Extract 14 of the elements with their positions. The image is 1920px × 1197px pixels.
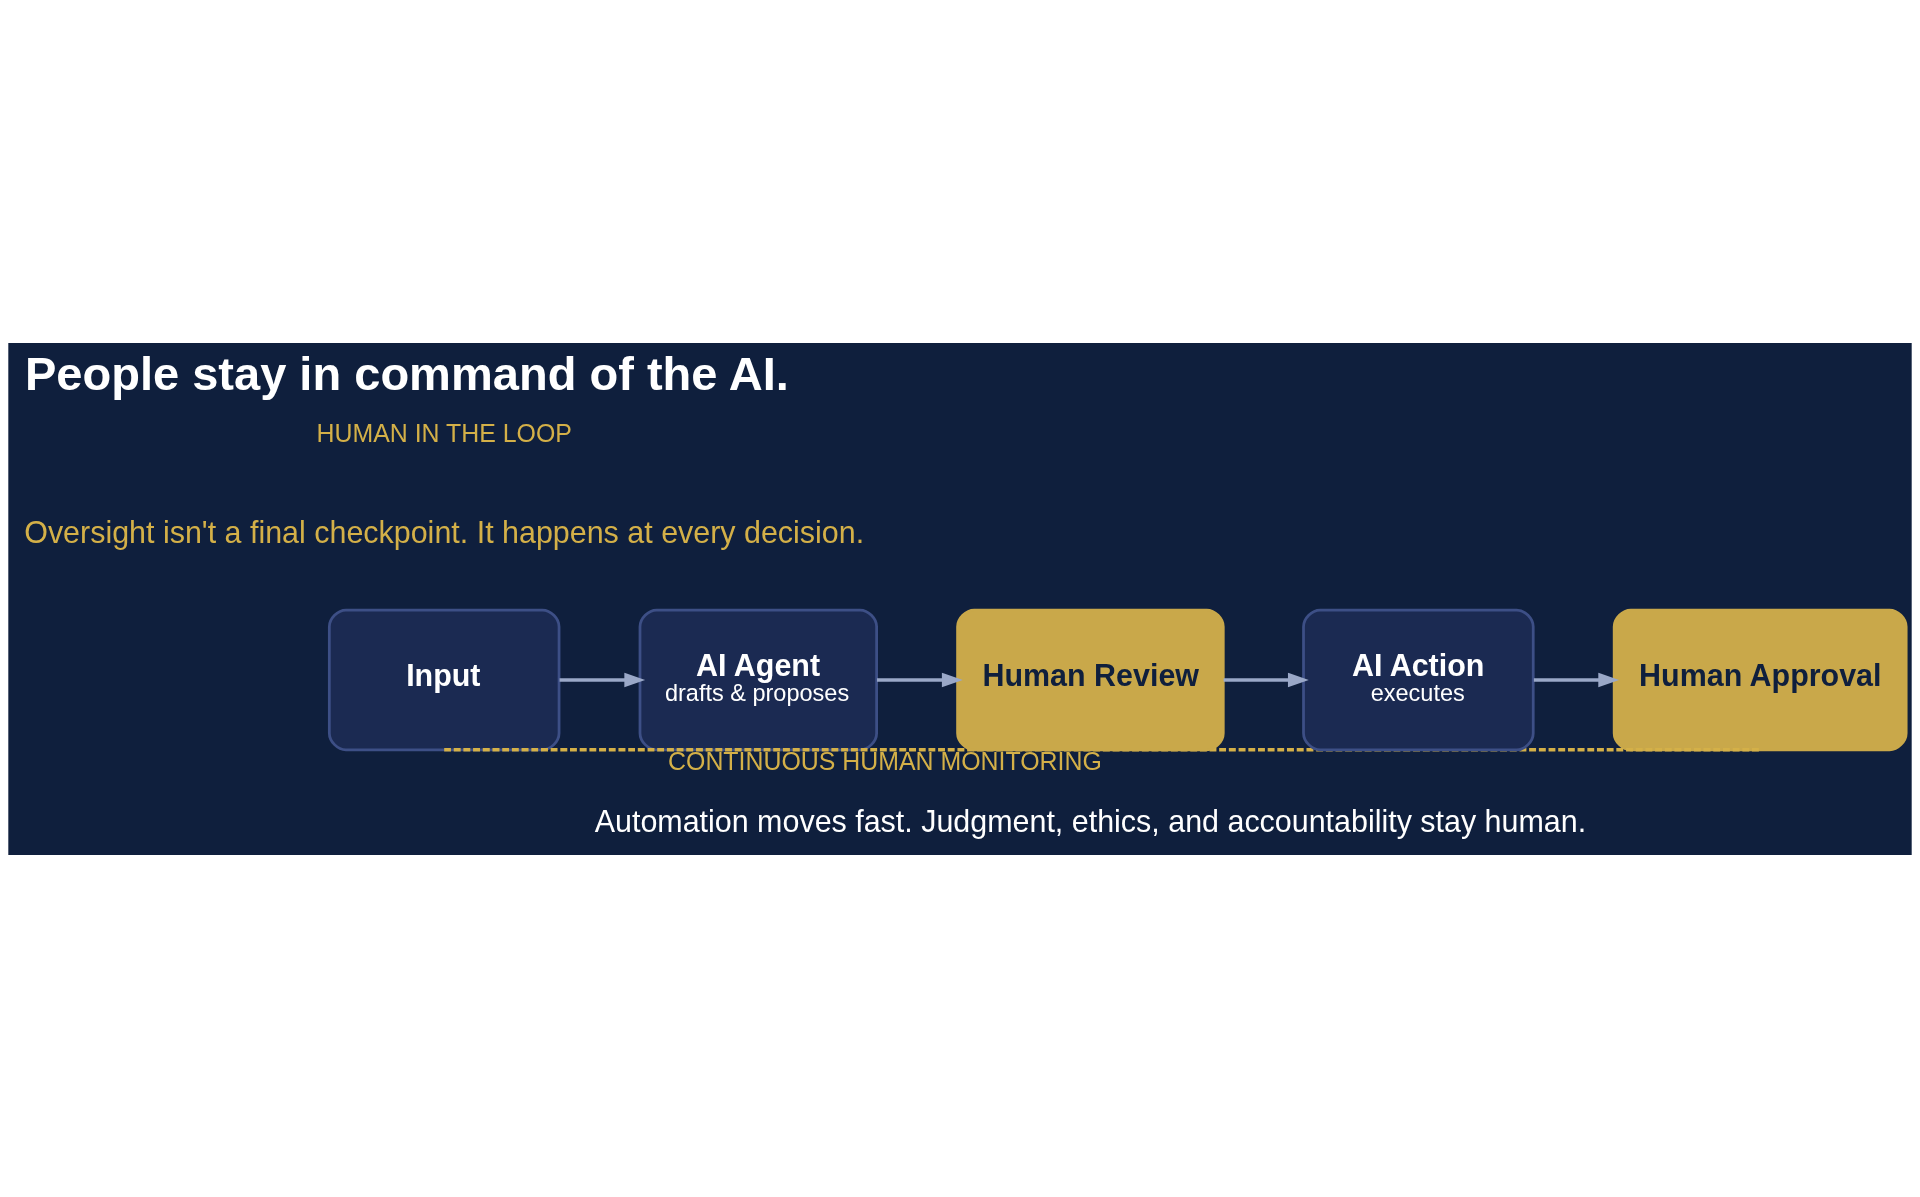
caption: Automation moves fast. Judgment, ethics, and accountability stay human. xyxy=(594,803,1587,838)
connector xyxy=(444,747,1761,752)
node-box: AI Agent drafts & proposes xyxy=(638,608,878,751)
label: Oversight isn't a final checkpoint. It happens at every decision. xyxy=(24,514,865,549)
label: HUMAN IN THE LOOP xyxy=(316,418,572,447)
diagram-title: People stay in command of the AI. xyxy=(24,346,789,400)
arrow xyxy=(559,672,646,687)
node-box: AI Action executes xyxy=(1302,608,1535,751)
arrow xyxy=(877,672,963,687)
node-box: Human Approval xyxy=(1612,608,1908,751)
node-box: Human Review xyxy=(956,608,1225,751)
arrow xyxy=(1533,672,1620,687)
arrow xyxy=(1223,672,1309,687)
node-box: Input xyxy=(327,608,561,751)
